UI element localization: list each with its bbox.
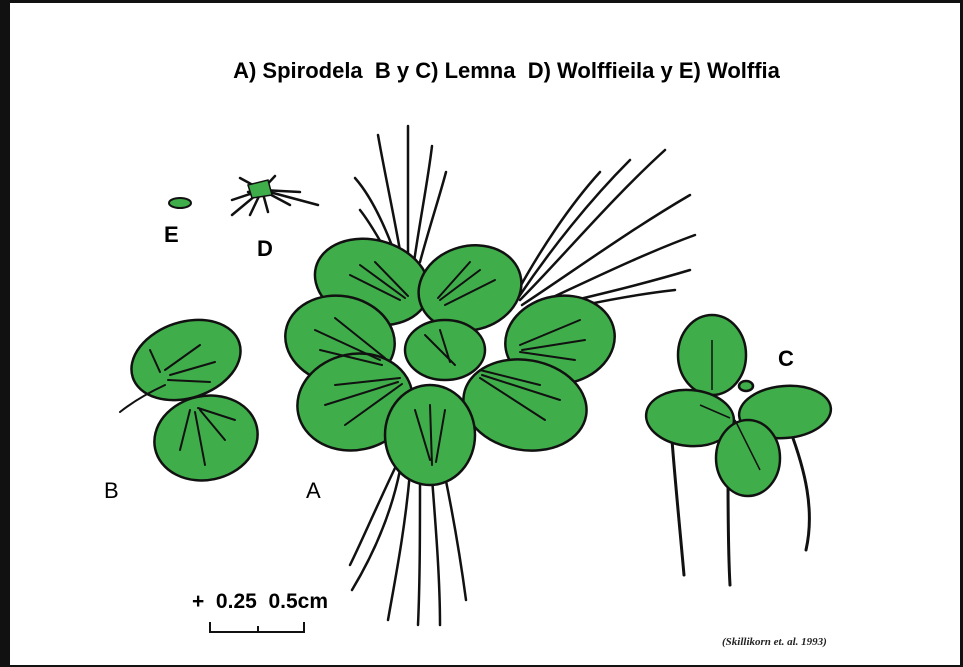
lemna-c-fronds	[644, 315, 833, 496]
frond-a-center	[405, 320, 485, 380]
scale-bar	[210, 622, 304, 632]
label-a: A	[306, 478, 321, 504]
wolffiella-d	[232, 176, 318, 215]
spirodela-fronds	[278, 226, 622, 485]
frond-c-bottom	[716, 420, 780, 496]
citation: (Skillikorn et. al. 1993)	[722, 636, 827, 648]
frond-c-bud	[739, 381, 753, 391]
label-c: C	[778, 346, 794, 372]
label-d: D	[257, 236, 273, 262]
label-e: E	[164, 222, 179, 248]
label-b: B	[104, 478, 119, 504]
lemna-b	[121, 307, 266, 490]
wolffia-e	[169, 198, 191, 208]
frond-b-bottom	[146, 386, 265, 490]
scale-bar-label: + 0.25 0.5cm	[192, 590, 328, 614]
